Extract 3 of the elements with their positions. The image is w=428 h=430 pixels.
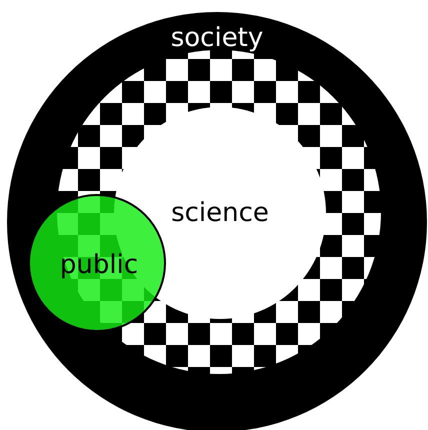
circle-label: society: [170, 23, 264, 53]
circle-label: science: [171, 198, 269, 228]
circle-label: public: [60, 250, 138, 280]
